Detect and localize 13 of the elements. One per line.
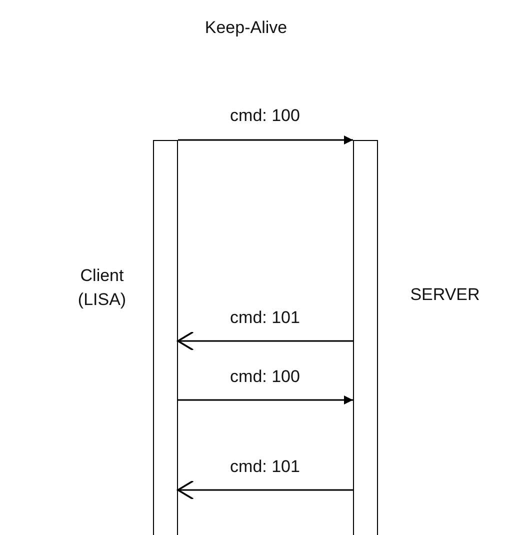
lifeline-bar — [153, 140, 178, 535]
message-arrow — [178, 136, 353, 144]
lifeline-label: SERVER — [409, 284, 481, 306]
message-arrow — [177, 480, 353, 500]
diagram-title: Keep-Alive — [204, 18, 288, 38]
edge-label: cmd: 101 — [229, 457, 301, 477]
edge-label: cmd: 100 — [229, 106, 301, 126]
edge-label: cmd: 100 — [229, 367, 301, 387]
lifeline-bar — [353, 140, 378, 535]
message-arrow — [178, 396, 353, 404]
edge-label: cmd: 101 — [229, 308, 301, 328]
lifeline-label: Client (LISA) — [76, 265, 128, 311]
message-arrow — [177, 331, 353, 351]
